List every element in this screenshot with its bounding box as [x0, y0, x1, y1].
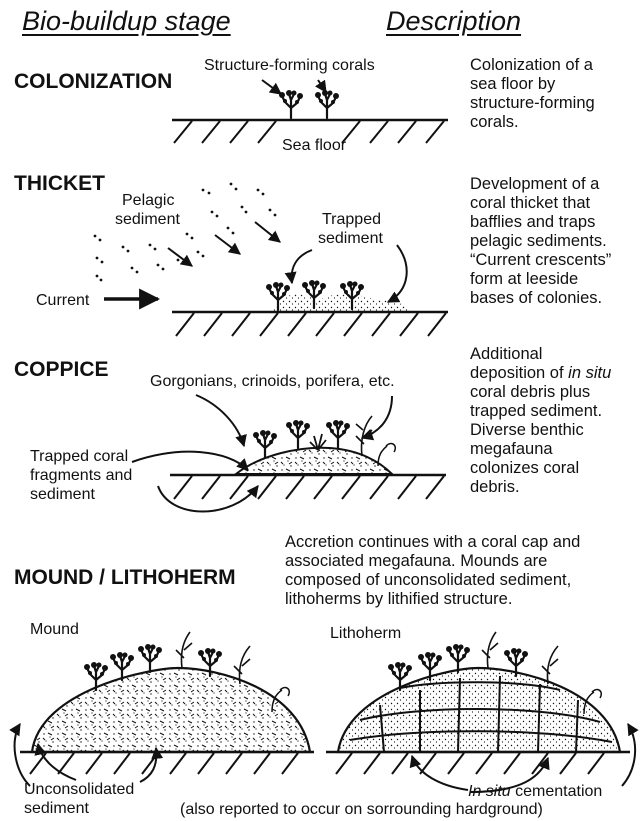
mound-diagram [15, 632, 314, 786]
thicket-diagram [94, 183, 448, 336]
lithoherm-diagram [326, 632, 635, 792]
coppice-diagram [132, 395, 446, 512]
colonization-diagram [172, 80, 448, 143]
